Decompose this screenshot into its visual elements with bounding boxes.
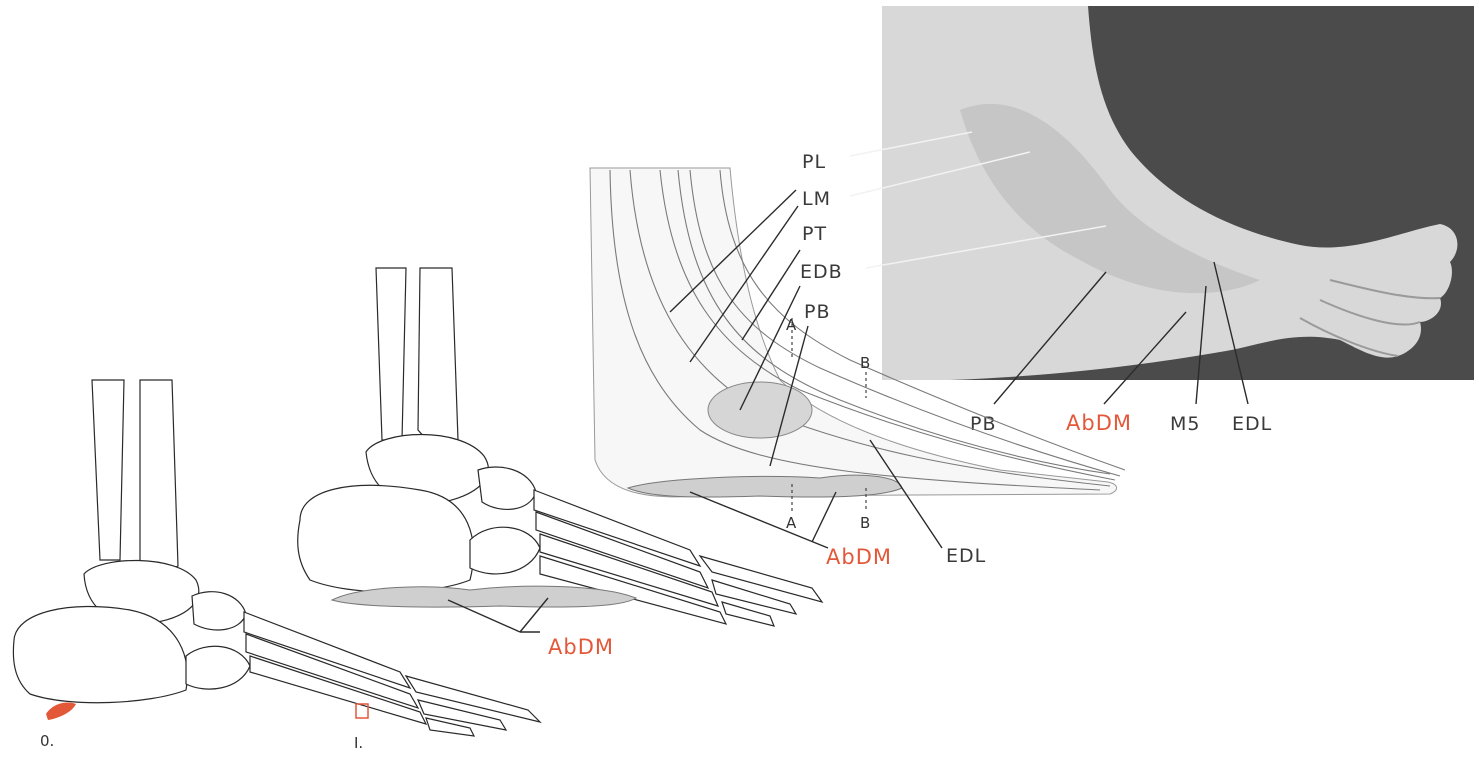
stage1-abdm-muscle (332, 586, 636, 607)
stage1-cuboid (470, 527, 540, 574)
stage2-muscle-belly (708, 382, 812, 438)
stage0-fibula (140, 380, 178, 576)
stage2-label-pt: PT (802, 223, 827, 245)
stage2-leader-abdm-1 (690, 492, 828, 548)
stage0-tibia (92, 380, 124, 560)
foot-photograph: PB AbDM M5 EDL (850, 6, 1474, 435)
photo-label-m5: M5 (1170, 413, 1200, 435)
stage2-label-abdm: AbDM (826, 545, 892, 569)
stage2-mark-b-top: B (860, 354, 870, 372)
stage2-label-pb: PB (804, 301, 831, 323)
stage2-label-edb: EDB (800, 261, 843, 283)
stage1-tibia (376, 268, 406, 440)
stage0-abdm-origin (46, 702, 76, 720)
stage0-cuboid (186, 646, 250, 689)
stage0-navicular (192, 592, 246, 630)
stage2-mark-a-top: A (786, 316, 797, 334)
photo-label-abdm: AbDM (1066, 411, 1132, 435)
stage1-navicular (478, 467, 536, 509)
stage1-number: I. (354, 734, 363, 752)
stage0-phalanges (406, 676, 540, 736)
stage2-label-lm: LM (802, 188, 831, 210)
photo-label-edl: EDL (1232, 413, 1272, 435)
stage0-number: 0. (40, 732, 54, 750)
stage2-mark-b-bottom: B (860, 514, 870, 532)
stage2-mark-a-bottom: A (786, 514, 797, 532)
stage1-fibula (418, 268, 458, 450)
stage1-label-abdm: AbDM (548, 635, 614, 659)
stage2-label-pl: PL (802, 151, 826, 173)
stage2-label-edl: EDL (946, 545, 986, 567)
stage1-calcaneus (298, 485, 474, 592)
stage2-leader-abdm-2 (812, 492, 836, 542)
